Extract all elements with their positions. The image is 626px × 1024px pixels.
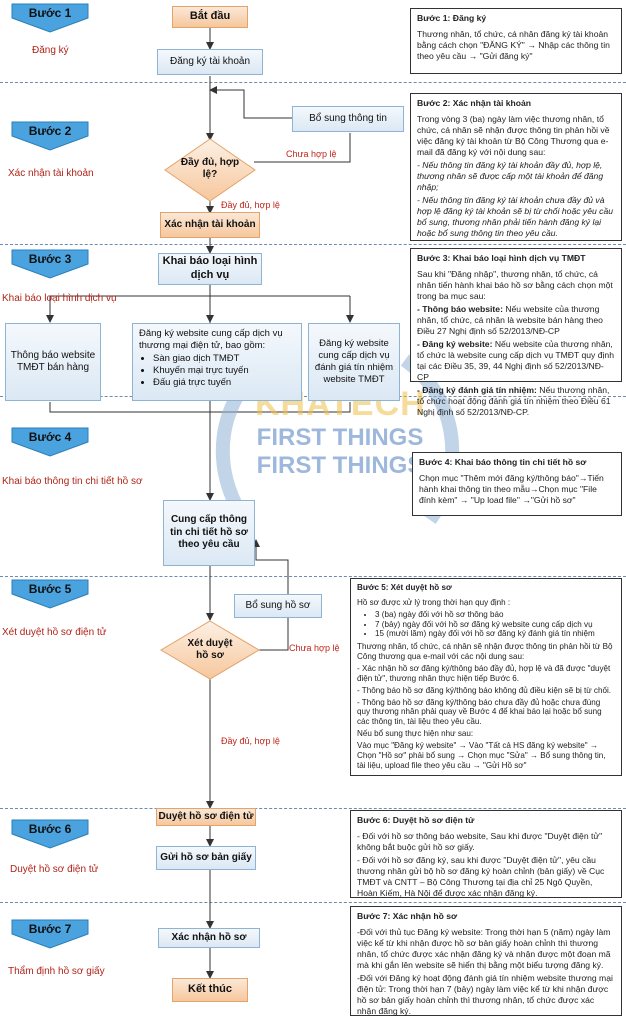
info-step-1-title: Bước 1: Đăng ký — [417, 13, 487, 23]
info-step-2-item-2: - Nếu thông tin đăng ký tài khoản chưa đ… — [417, 195, 614, 238]
supplement-info-node: Bổ sung thông tin — [292, 106, 404, 132]
info-step-5-list-item: 3 (ba) ngày đối với hồ sơ thông báo — [375, 610, 615, 620]
info-step-7-p2: -Đối với Đăng ký hoạt động đánh giá tín … — [357, 973, 613, 1016]
watermark-line3: FIRST THINGS — [256, 452, 424, 479]
info-step-3-title: Bước 3: Khai báo loại hình dịch vụ TMĐT — [417, 253, 586, 263]
service-item: Đấu giá trực tuyến — [153, 377, 295, 389]
info-step-2-text: Trong vòng 3 (ba) ngày làm việc thương n… — [417, 114, 610, 157]
valid-label-2: Đầy đủ, hợp lệ — [221, 736, 280, 746]
info-step-7-p1: -Đối với thủ tục Đăng ký website: Trong … — [357, 927, 611, 970]
step-4-subtitle: Khai báo thông tin chi tiết hồ sơ — [2, 476, 143, 487]
info-step-3: Bước 3: Khai báo loại hình dịch vụ TMĐT … — [410, 248, 622, 417]
step-badges-shapes — [11, 3, 89, 949]
valid-check-diamond — [164, 138, 256, 202]
invalid-label-1: Chưa hợp lệ — [286, 149, 337, 159]
invalid-label-2: Chưa hợp lệ — [289, 643, 340, 653]
info-step-3-item-1-label: - Thông báo website: — [417, 304, 503, 314]
step-2-title: Bước 2 — [28, 124, 72, 138]
step-2-subtitle: Xác nhận tài khoản — [8, 168, 94, 179]
info-step-3-item-1: Nếu website của thương nhân, tổ chức, cá… — [417, 304, 603, 336]
review-label: Xét duyệt hồ sơ — [187, 637, 233, 662]
info-step-5-p7: Vào mục "Đăng ký website" → Vào "Tất cả … — [357, 741, 606, 770]
info-step-4-text: Chọn mục "Thêm mới đăng ký/thông báo"→Ti… — [419, 473, 604, 505]
info-step-5-p3: - Xác nhận hồ sơ đăng ký/thông báo đầy đ… — [357, 664, 611, 683]
watermark-line2: FIRST THINGS — [256, 424, 424, 451]
info-step-6-p2: - Đối với hồ sơ đăng ký, sau khi được "D… — [357, 855, 605, 898]
info-step-3-item-2-label: - Đăng ký website: — [417, 339, 493, 349]
info-step-5-text: Hồ sơ được xử lý trong thời hạn quy định… — [357, 597, 511, 607]
info-step-7-title: Bước 7: Xác nhận hồ sơ — [357, 911, 458, 921]
info-step-5-title: Bước 5: Xét duyệt hồ sơ — [357, 583, 452, 592]
info-step-3-item-2: Nếu website của thương nhân, tổ chức là … — [417, 339, 614, 382]
info-step-5-list-item: 15 (mười lăm) ngày đối với hồ sơ đăng ký… — [375, 629, 615, 639]
step-7-title: Bước 7 — [28, 922, 72, 936]
step-5-subtitle: Xét duyệt hồ sơ điện tử — [2, 627, 107, 638]
register-service-title: Đăng ký website cung cấp dịch vụ thương … — [139, 328, 283, 351]
step-1-title: Bước 1 — [28, 6, 72, 20]
confirm-account-node: Xác nhận tài khoản — [160, 212, 260, 238]
info-step-2-item-1: - Nếu thông tin đăng ký tài khoản đầy đủ… — [417, 160, 604, 192]
send-paper-node: Gửi hồ sơ bản giấy — [156, 846, 256, 870]
info-step-5-list-item: 7 (bảy) ngày đối với hồ sơ đăng ký websi… — [375, 620, 615, 630]
step-1-subtitle: Đăng ký — [32, 45, 69, 56]
info-step-5: Bước 5: Xét duyệt hồ sơ Hồ sơ được xử lý… — [350, 578, 622, 776]
step-6-subtitle: Duyệt hồ sơ điện tử — [10, 864, 99, 875]
step-5-title: Bước 5 — [28, 582, 72, 596]
supplement-file-node: Bổ sung hồ sơ — [234, 594, 322, 618]
info-step-6-p1: - Đối với hồ sơ thông báo website, Sau k… — [357, 831, 603, 852]
info-step-4: Bước 4: Khai báo thông tin chi tiết hồ s… — [412, 452, 622, 516]
info-step-3-item-3: Nếu thương nhân, tổ chức hoạt động đánh … — [417, 385, 611, 417]
review-diamond — [160, 620, 260, 680]
info-step-6-title: Bước 6: Duyệt hồ sơ điện tử — [357, 815, 475, 825]
step-3-title: Bước 3 — [28, 252, 72, 266]
step-3-subtitle: Khai báo loại hình dịch vụ — [2, 293, 117, 304]
start-node: Bắt đầu — [172, 6, 248, 28]
info-step-5-p2: Thương nhân, tổ chức, cá nhân sẽ nhận đư… — [357, 642, 613, 662]
info-step-1-text: Thương nhân, tổ chức, cá nhân đăng ký tà… — [417, 29, 610, 61]
register-account-node: Đăng ký tài khoản — [157, 49, 263, 75]
info-step-7: Bước 7: Xác nhận hồ sơ -Đối với thủ tục … — [350, 906, 622, 1016]
info-step-4-title: Bước 4: Khai báo thông tin chi tiết hồ s… — [419, 457, 587, 467]
register-rating-node: Đăng ký website cung cấp dịch vụ đánh gi… — [308, 323, 400, 401]
confirm-file-node: Xác nhận hồ sơ — [158, 928, 260, 948]
declare-type-node: Khai báo loại hình dịch vụ — [158, 253, 262, 285]
valid-label-1: Đầy đủ, hợp lệ — [221, 200, 280, 210]
register-service-node: Đăng ký website cung cấp dịch vụ thương … — [132, 323, 302, 401]
info-step-6: Bước 6: Duyệt hồ sơ điện tử - Đối với hồ… — [350, 810, 622, 898]
step-6-title: Bước 6 — [28, 822, 72, 836]
info-step-5-p6: Nếu bổ sung thực hiện như sau: — [357, 729, 474, 739]
info-step-2-title: Bước 2: Xác nhận tài khoản — [417, 98, 532, 108]
service-item: Khuyến mại trực tuyến — [153, 365, 295, 377]
valid-check-label: Đầy đủ, hợp lệ? — [180, 156, 240, 181]
step-7-subtitle: Thẩm định hồ sơ giấy — [8, 966, 105, 977]
info-step-1: Bước 1: Đăng ký Thương nhân, tổ chức, cá… — [410, 8, 622, 74]
step-4-title: Bước 4 — [28, 430, 72, 444]
approve-electronic-node: Duyệt hồ sơ điện tử — [156, 808, 256, 826]
provide-details-node: Cung cấp thông tin chi tiết hồ sơ theo y… — [163, 500, 255, 566]
info-step-3-text: Sau khi "Đăng nhập", thương nhân, tổ chứ… — [417, 269, 613, 301]
info-step-2: Bước 2: Xác nhận tài khoản Trong vòng 3 … — [410, 93, 622, 241]
end-node: Kết thúc — [172, 978, 248, 1002]
info-step-5-p4: - Thông báo hồ sơ đăng ký/thông báo khôn… — [357, 685, 612, 695]
service-item: Sàn giao dịch TMĐT — [153, 353, 295, 365]
info-step-5-p5: - Thông báo hồ sơ đăng ký/thông báo chưa… — [357, 697, 602, 727]
notify-sale-node: Thông báo website TMĐT bán hàng — [5, 323, 101, 401]
info-step-3-item-3-label: - Đăng ký đánh giá tín nhiệm: — [417, 385, 537, 395]
